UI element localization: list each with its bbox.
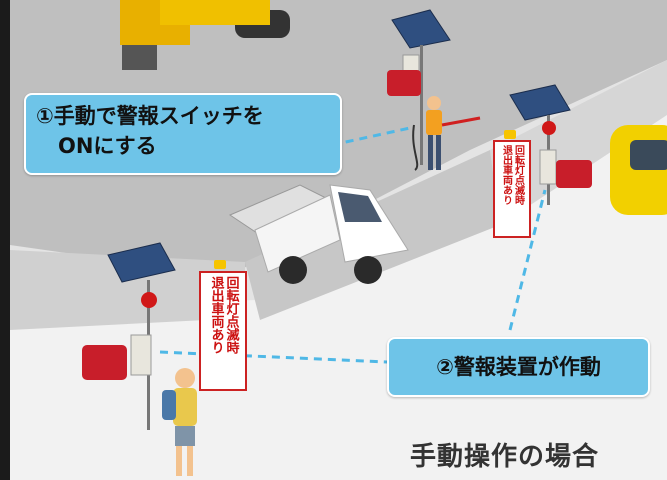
yellow-car-illustration [610, 125, 667, 215]
sign-lamp-icon [504, 130, 516, 139]
excavator-illustration [120, 0, 290, 70]
step1-text-line2: ONにする [58, 134, 157, 158]
step1-text-line1: ①手動で警報スイッチを [36, 104, 264, 128]
step2-text: ②警報装置が作動 [436, 355, 601, 379]
pedestrian-illustration [162, 368, 197, 476]
warning-sign-left: 回転灯点滅時 退出車両あり [199, 271, 247, 391]
illustration-scene: 回転灯点滅時 退出車両あり 回転灯点滅時 退出車両あり ①手動で警報スイッチを … [10, 0, 667, 480]
solar-alarm-station-right [509, 84, 592, 205]
step1-callout: ①手動で警報スイッチを ONにする [24, 93, 342, 175]
sign-text-right-col: 回転灯点滅時 [223, 276, 239, 354]
solar-alarm-station-left [82, 242, 176, 430]
fence-right-wall [490, 60, 667, 225]
connector-lines [159, 126, 547, 364]
fence-left-wall [10, 250, 245, 330]
manual-operation-caption: 手動操作の場合 [410, 442, 600, 472]
worker-with-switch [412, 96, 481, 171]
sign-lamp-icon [214, 260, 226, 269]
sign-text-right-col: 回転灯点滅時 [512, 145, 524, 205]
sign-text-left-col: 退出車両あり [208, 276, 224, 354]
solar-alarm-station-top [387, 9, 451, 165]
kei-truck-illustration [228, 184, 409, 284]
warning-sign-right: 回転灯点滅時 退出車両あり [493, 140, 531, 238]
sign-text-left-col: 退出車両あり [500, 145, 512, 205]
scene-drawing [10, 0, 667, 480]
step2-callout: ②警報装置が作動 [387, 337, 650, 397]
